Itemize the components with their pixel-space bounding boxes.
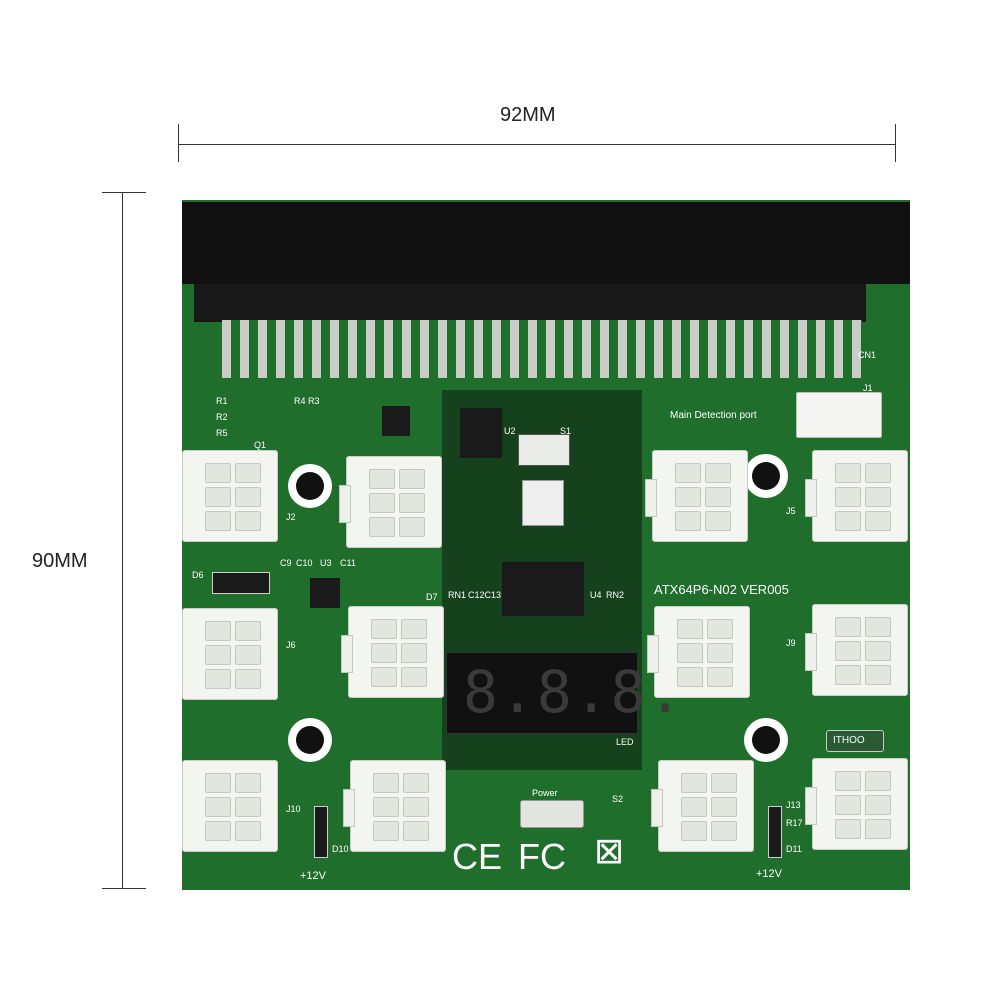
mounting-hole-top-left [288,464,332,508]
q1-label: Q1 [254,440,267,450]
pcie-connector-j5[interactable] [805,450,908,542]
height-dimension-tick-top [102,192,146,193]
height-dimension-line [122,192,123,888]
detection-port-connector[interactable] [796,392,882,438]
brand-label: ITHOO [833,735,865,746]
pcie-connector-j13[interactable] [805,758,908,850]
r4-label: R4 [294,396,306,406]
brand-badge: ITHOO [826,730,884,752]
rn1-label: RN1 [448,590,467,600]
model-label: ATX64P6-N02 VER005 [654,582,789,597]
pcie-connector-j4[interactable] [645,450,748,542]
width-dimension-tick-left [178,124,179,162]
detection-port-label: Main Detection port [670,410,757,421]
pcie-connector-j10[interactable] [182,760,278,852]
mounting-hole-top-right [744,454,788,498]
width-dimension-label: 92MM [500,104,556,126]
r2-label: R2 [216,412,228,422]
pcie-connector-j12[interactable] [651,760,754,852]
pcie-connector-j8[interactable] [647,606,750,698]
u2-chip [460,408,502,458]
s2-label: S2 [612,794,624,804]
u2-label: U2 [504,426,516,436]
pcie-connector-j6[interactable] [182,608,278,700]
power-button[interactable] [520,800,584,828]
q2-transistor [382,406,410,436]
s1-label: S1 [560,426,572,436]
u4-label: U4 [590,590,602,600]
mounting-hole-bottom-right [744,718,788,762]
r5-label: R5 [216,428,228,438]
led-display-digits: 8.8.8. [463,658,685,726]
pcb-board: CN1 J1 Main Detection port U2 S1 U4 RN1 … [182,200,910,890]
ce-mark: CE [452,836,503,877]
edge-connector-housing [182,202,910,284]
c9-label: C9 [280,558,292,568]
c11-label: C11 [340,558,356,568]
pcie-connector-j11[interactable] [343,760,446,852]
u3-regulator [310,578,340,608]
rn2-label: RN2 [606,590,625,600]
width-dimension-line [178,144,896,145]
d6-label: D6 [192,570,204,580]
r1-label: R1 [216,396,228,406]
j5-label: J5 [786,506,796,516]
pcie-connector-j2[interactable] [182,450,278,542]
j13-label: J13 [786,800,801,810]
edge-connector-base [194,284,866,322]
cn1-label: CN1 [858,350,877,360]
d10-label: D10 [332,844,349,854]
d7-label: D7 [426,592,438,602]
pcie-connector-j7[interactable] [341,606,444,698]
pcie-connector-j3[interactable] [339,456,442,548]
c12c13-label: C12C13 [468,590,502,600]
volt-left-label: +12V [300,870,326,882]
mounting-hole-bottom-left [288,718,332,762]
fcc-mark: FC [518,836,566,877]
j1-label: J1 [863,383,873,393]
led-label: LED [616,737,634,747]
d6-diode [212,572,270,594]
j6-label: J6 [286,640,296,650]
j2-label: J2 [286,512,296,522]
r3-label: R3 [308,396,320,406]
width-dimension-tick-right [895,124,896,162]
power-label: Power [532,788,558,798]
d11-led [768,806,782,858]
weee-mark: ⊠ [594,830,625,871]
s1-switch[interactable] [518,434,570,466]
rgb-led [522,480,564,526]
led-display: 8.8.8. [446,652,683,734]
j9-label: J9 [786,638,796,648]
d11-label: D11 [786,844,802,854]
height-dimension-label: 90MM [32,550,88,572]
height-dimension-tick-bottom [102,888,146,889]
r17-label: R17 [786,818,803,828]
volt-right-label: +12V [756,868,782,880]
u4-chip [502,562,584,616]
j10-label: J10 [286,804,301,814]
edge-connector-pins [222,320,862,378]
pcie-connector-j9[interactable] [805,604,908,696]
c10-label: C10 [296,558,313,568]
u3-label: U3 [320,558,332,568]
d10-led [314,806,328,858]
